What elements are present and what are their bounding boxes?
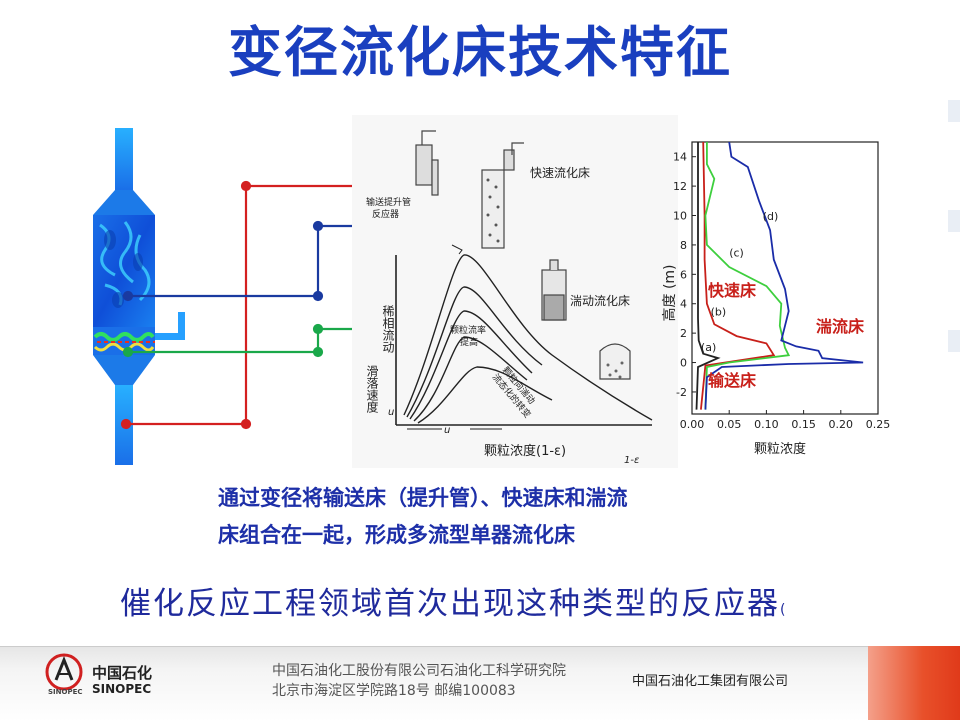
logo-english-name: SINOPEC (92, 682, 152, 696)
y-tick-label: 2 (680, 327, 687, 340)
org-line-2: 北京市海淀区学院路18号 邮编100083 (272, 683, 516, 699)
summary-line-2: 床组合在一起，形成多流型单器流化床 (218, 523, 575, 547)
y-tick-label: 14 (673, 151, 687, 164)
riser-label-2: 反应器 (372, 208, 399, 220)
series-annotation: (c) (729, 247, 744, 260)
series-line-b (700, 141, 776, 410)
regime-diagram: 输送提升管 反应器 快速流化床 湍动流化床 (365, 130, 653, 466)
x-tick-label: 0.25 (866, 418, 891, 431)
chart-series (695, 141, 864, 410)
chart-ticks: 0.00 0.05 0.10 0.15 0.20 0.25 -2 0 2 4 6 8 10 12 14 (673, 151, 890, 431)
chart-axes (691, 141, 879, 415)
footer-red-decoration (868, 646, 960, 720)
y-tick-label: 8 (680, 239, 687, 252)
x-tick-label: 0.15 (791, 418, 816, 431)
y-axis-label-1: 滑落速度 (365, 365, 379, 413)
series-line-d (704, 141, 864, 410)
summary-text: 通过变径将输送床（提升管）、快速床和湍流 床组合在一起，形成多流型单器流化床 (218, 480, 778, 554)
turbulent-bed-region-label: 湍流床 (816, 317, 865, 336)
headline-tail: ( (780, 602, 788, 618)
series-line-a (695, 142, 721, 410)
group-name: 中国石油化工集团有限公司 (632, 674, 789, 689)
chart-y-label: 高度 (m) (661, 264, 678, 321)
reactor-bottom-cone (93, 355, 155, 385)
y-tick-label: 12 (673, 180, 687, 193)
sinopec-logo-icon (45, 653, 83, 691)
regime-x-axis-label: 颗粒浓度(1-ε) (484, 443, 566, 459)
flow-rate-label-2: 提高 (460, 336, 478, 348)
y-tick-label: -2 (676, 386, 687, 399)
x-tick-label: 0.20 (829, 418, 854, 431)
chart-x-label: 颗粒浓度 (754, 441, 806, 457)
fast-bed-sketch-icon (481, 142, 524, 249)
turbulent-bed-sketch-icon (541, 259, 567, 321)
y-axis-label-2: 稀相流动 (381, 305, 395, 353)
riser-label-1: 输送提升管 (366, 196, 411, 208)
reactor-diagram (93, 128, 561, 465)
right-decoration (948, 0, 960, 640)
bubbling-bed-sketch-icon (599, 343, 631, 380)
red-connector-line (120, 179, 393, 430)
slide-title: 变径流化床技术特征 (228, 21, 732, 84)
y-tick-label: 6 (680, 268, 687, 281)
series-annotation: (b) (711, 305, 727, 318)
reactor-top-riser (115, 128, 133, 190)
summary-line-1: 通过变径将输送床（提升管）、快速床和湍流 (218, 486, 628, 510)
fast-bed-region-label: 快速床 (708, 281, 757, 300)
org-line-1: 中国石油化工股份有限公司石油化工科学研究院 (272, 663, 566, 679)
y-tick-label: 4 (680, 298, 687, 311)
x-tick-left: u (388, 407, 394, 418)
regime-axes (395, 255, 652, 426)
transport-bed-region-label: 输送床 (708, 371, 757, 390)
x-tick-mid: u (444, 425, 450, 436)
regime-curves (403, 254, 653, 424)
concentration-height-chart: 0.00 0.05 0.10 0.15 0.20 0.25 -2 0 2 4 6 8 10 12 14 (a… (661, 141, 890, 457)
series-line-c (704, 142, 791, 410)
chart-annotations: (a) (b) (c) (d) (701, 210, 778, 354)
x-tick-right: 1-ε (624, 455, 640, 466)
logo-chinese-name: 中国石化 (92, 664, 153, 682)
x-tick-label: 0.05 (717, 418, 742, 431)
chart-frame (691, 141, 879, 415)
x-tick-label: 0.00 (680, 418, 705, 431)
reactor-side-outlet (155, 312, 185, 340)
series-annotation: (d) (763, 210, 779, 223)
turbulent-bed-label: 湍动流化床 (570, 294, 630, 308)
logo-mark-text: SINOPEC (48, 688, 83, 696)
headline-text: 催化反应工程领域首次出现这种类型的反应器 (120, 586, 780, 622)
flow-rate-label-1: 颗粒流率 (450, 324, 486, 336)
x-tick-label: 0.10 (754, 418, 779, 431)
headline: 催化反应工程领域首次出现这种类型的反应器( (120, 578, 787, 623)
regime-y-axis-label: 滑落速度 稀相流动 (365, 305, 395, 413)
series-annotation: (a) (701, 341, 716, 354)
footer-bar (0, 646, 960, 721)
riser-sketch-icon (415, 130, 439, 196)
y-tick-label: 0 (680, 357, 687, 370)
fast-bed-label: 快速流化床 (530, 166, 590, 180)
reactor-top-cone (93, 190, 155, 215)
y-tick-label: 10 (673, 210, 687, 223)
